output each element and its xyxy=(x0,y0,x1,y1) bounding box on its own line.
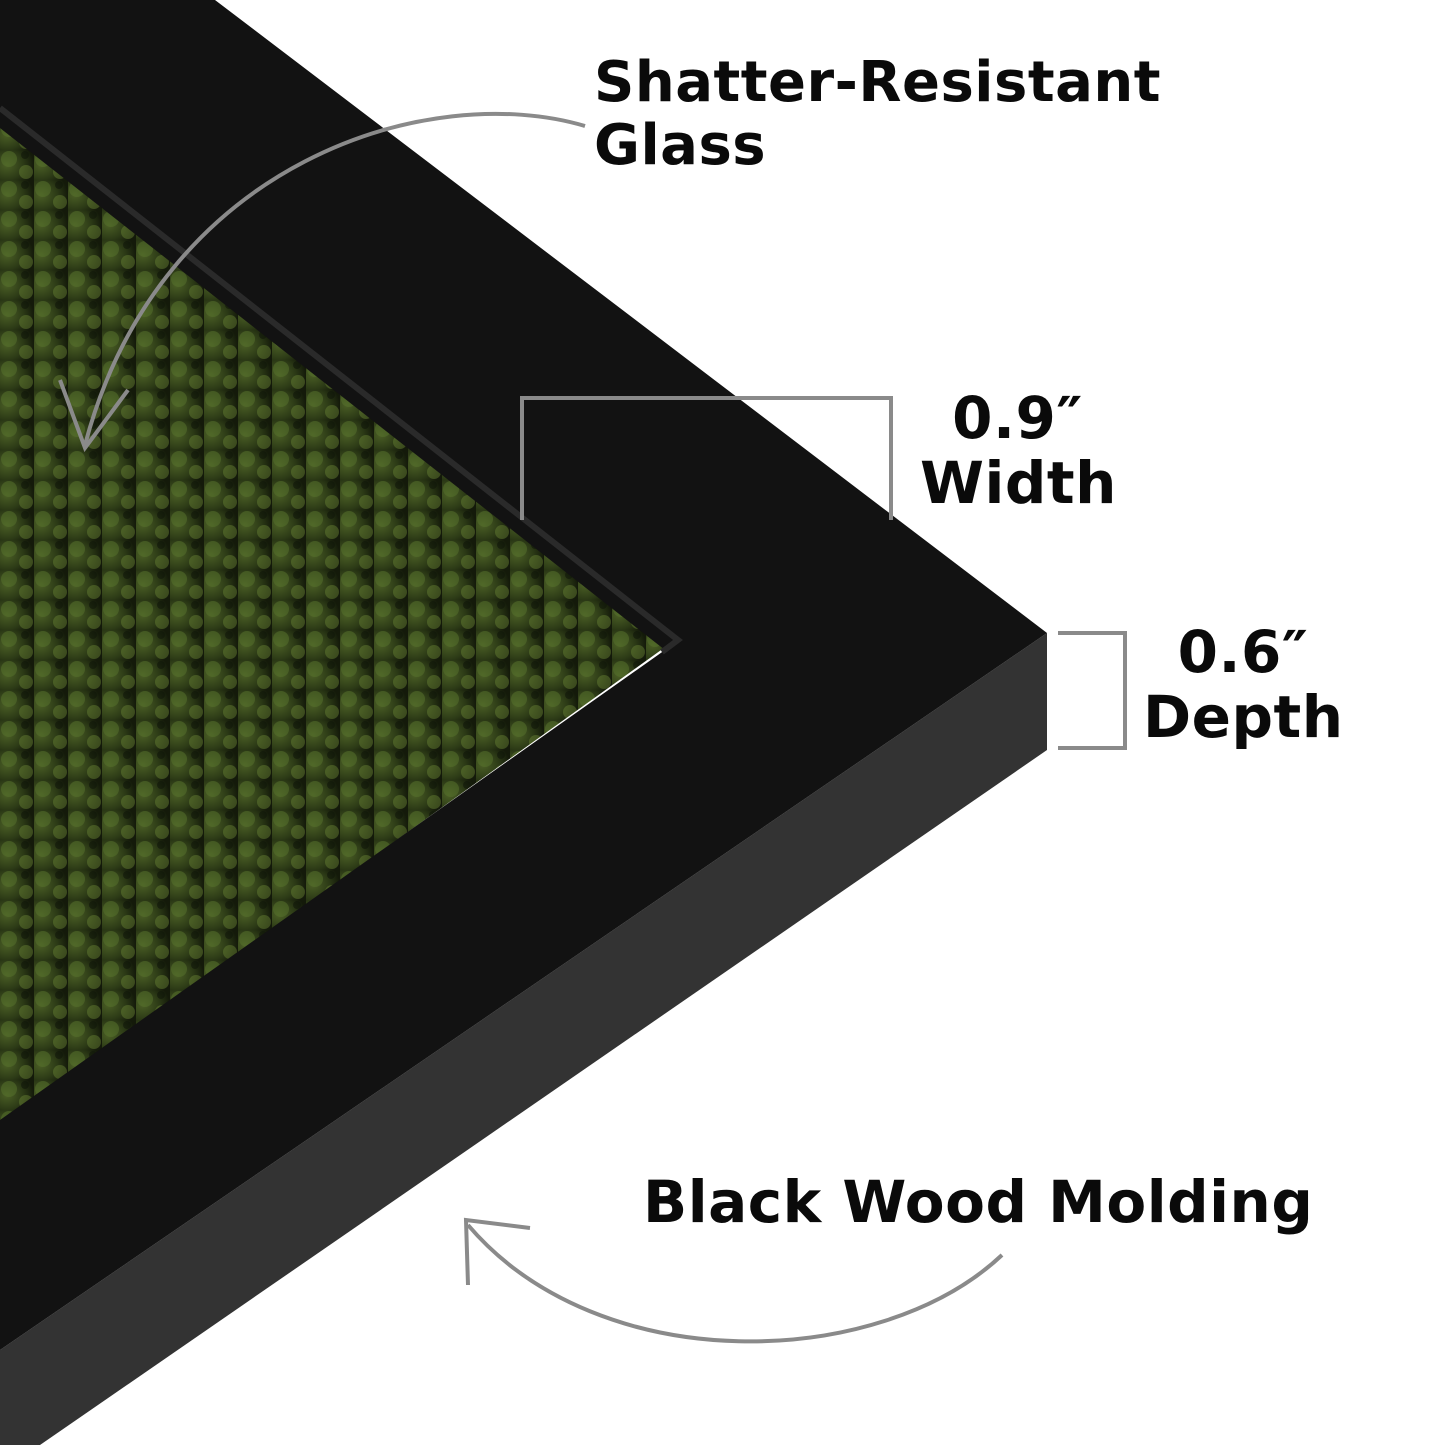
glass-arrowhead-icon xyxy=(58,379,130,453)
width-bracket xyxy=(520,396,893,520)
glass-label-line1: Shatter-Resistant xyxy=(594,50,1162,115)
molding-label: Black Wood Molding xyxy=(643,1168,1314,1236)
depth-label: 0.6″ Depth xyxy=(1143,620,1343,750)
frame-side xyxy=(0,633,1047,1445)
depth-text: Depth xyxy=(1143,682,1344,751)
molding-arrow xyxy=(466,1223,1004,1344)
width-label: 0.9″ Width xyxy=(920,384,1117,517)
frame-face xyxy=(0,0,1047,1350)
glass-label-line2: Glass xyxy=(594,112,767,178)
depth-bracket xyxy=(1058,631,1127,750)
forest-photo xyxy=(0,110,675,1125)
glass-label: Shatter-Resistant Glass xyxy=(594,50,1162,178)
width-value: 0.9″ xyxy=(952,384,1083,452)
glass-edge xyxy=(0,105,683,655)
width-text: Width xyxy=(920,448,1117,517)
glass-arrow xyxy=(83,111,586,446)
depth-value: 0.6″ xyxy=(1177,618,1309,686)
molding-arrowhead-icon xyxy=(463,1217,531,1286)
